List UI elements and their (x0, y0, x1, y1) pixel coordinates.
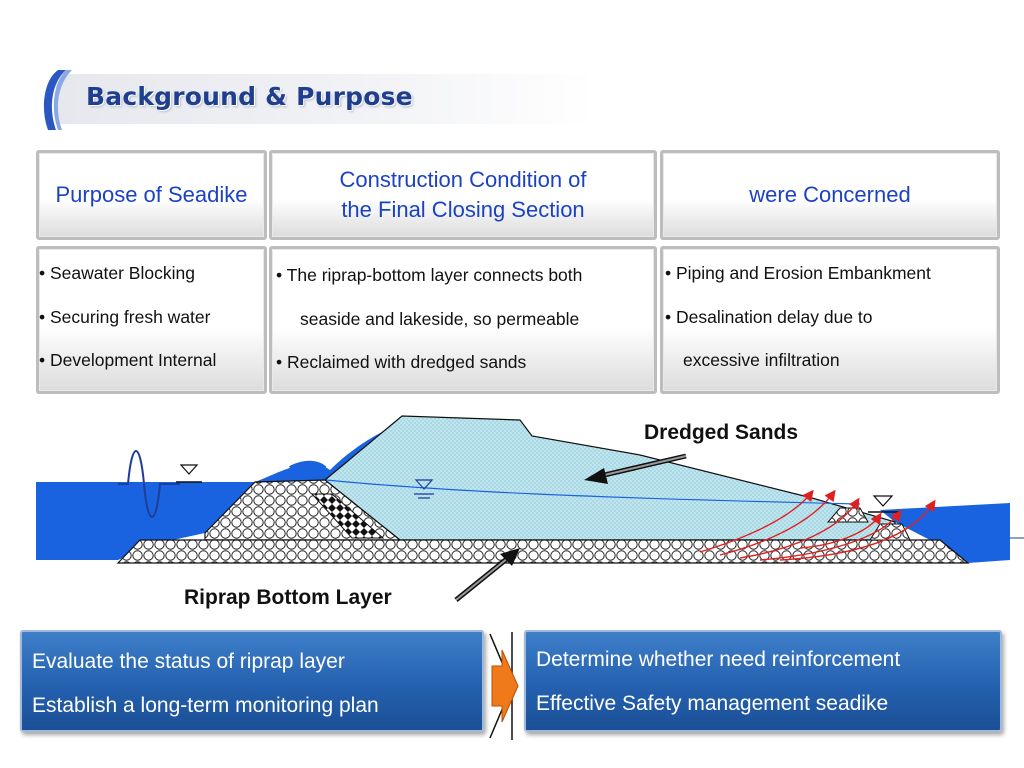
lakeside-mound-2 (869, 523, 911, 541)
wave-symbol (118, 450, 180, 518)
bullet-item: • Securing fresh water (39, 307, 211, 327)
label-dredged-sands: Dredged Sands (644, 421, 799, 444)
bullet-item: • Reclaimed with dredged sands (276, 352, 527, 372)
pointer-arrow-dredged-sands (584, 453, 687, 484)
seaside-water (36, 482, 255, 560)
header-line: were Concerned (749, 182, 911, 207)
bullet-item: seaside and lakeside, so permeable (300, 309, 580, 329)
bullet-item: • Desalination delay due to (665, 307, 873, 327)
dredged-sand-core (324, 415, 896, 541)
wave-splash (255, 428, 392, 482)
panel-line: Determine whether need reinforcement (536, 648, 901, 671)
panel-determination: Determine whether need reinforcement Eff… (524, 630, 1002, 732)
bullet-item: excessive infiltration (683, 350, 840, 370)
seadike-cross-section-diagram (36, 415, 1024, 602)
filter-zone (310, 493, 385, 539)
wave-splash-2 (289, 460, 327, 470)
header-line: Purpose of Seadike (55, 182, 248, 207)
bullets-concerns: • Piping and Erosion Embankment • Desali… (660, 246, 1000, 394)
water-level-symbol-core (414, 479, 434, 499)
panel-line: Establish a long-term monitoring plan (32, 694, 379, 717)
bullets-purpose: • Seawater Blocking • Securing fresh wat… (36, 246, 267, 394)
header-line: the Final Closing Section (341, 197, 585, 222)
lakeside-water (880, 503, 1010, 563)
panel-line: Evaluate the status of riprap layer (32, 650, 345, 673)
header-construction-condition: Construction Condition of the Final Clos… (269, 150, 657, 240)
riprap-bottom-layer (116, 539, 970, 564)
header-purpose-of-seadike: Purpose of Seadike (36, 150, 267, 240)
label-riprap-bottom-layer: Riprap Bottom Layer (184, 586, 392, 609)
title-swoosh-icon (43, 70, 72, 130)
bullet-item: • The riprap-bottom layer connects both (276, 265, 583, 285)
bullet-item: • Piping and Erosion Embankment (665, 263, 931, 283)
bullets-construction-condition: • The riprap-bottom layer connects both … (269, 246, 657, 394)
page-title: Background & Purpose (86, 82, 413, 111)
header-line: Construction Condition of (339, 167, 587, 192)
header-were-concerned: were Concerned (660, 150, 1000, 240)
water-level-symbol-sea (176, 464, 202, 483)
lakeside-mound (826, 507, 869, 523)
phreatic-line (325, 479, 861, 505)
bullet-item: • Seawater Blocking (39, 263, 195, 283)
bullet-item: • Development Internal (39, 350, 217, 370)
seepage-arrows (699, 489, 936, 561)
title-banner: Background & Purpose (36, 68, 596, 132)
right-arrow-icon (489, 632, 519, 740)
panel-line: Effective Safety management seadike (536, 692, 889, 715)
pointer-arrow-riprap-bottom (454, 548, 520, 602)
title-bar-background (56, 74, 596, 124)
panel-evaluation: Evaluate the status of riprap layer Esta… (20, 630, 484, 732)
